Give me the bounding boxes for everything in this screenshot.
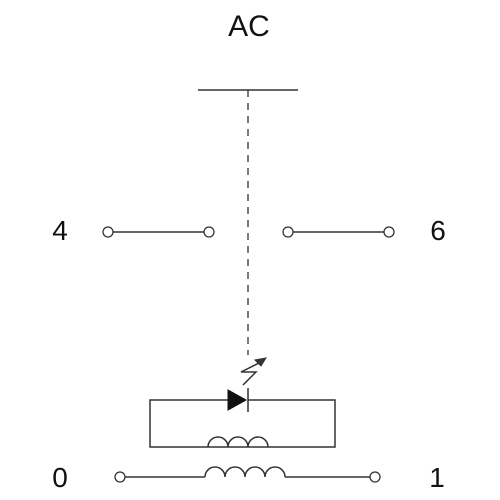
terminal-right-inner	[282, 226, 294, 238]
terminal-label-left-contact: 4	[52, 215, 68, 246]
terminal-label-coil-right: 1	[429, 462, 445, 493]
terminal-label-coil-left: 0	[52, 462, 68, 493]
primary-coil-icon	[204, 466, 286, 478]
terminal-left-inner	[203, 226, 215, 238]
secondary-coil-icon	[207, 436, 269, 448]
photodiode-loop	[149, 399, 336, 448]
diagram-title: AC	[228, 10, 270, 43]
terminal-left-outer	[102, 226, 114, 238]
terminal-right-outer	[383, 226, 395, 238]
contact-left	[102, 226, 215, 238]
terminal-label-right-contact: 6	[430, 215, 446, 246]
terminal-coil-left	[114, 471, 126, 483]
photodiode-icon	[227, 388, 249, 412]
primary-coil	[114, 466, 381, 483]
terminal-coil-right	[369, 471, 381, 483]
contact-right	[282, 226, 395, 238]
light-emission-arrow	[240, 357, 268, 386]
